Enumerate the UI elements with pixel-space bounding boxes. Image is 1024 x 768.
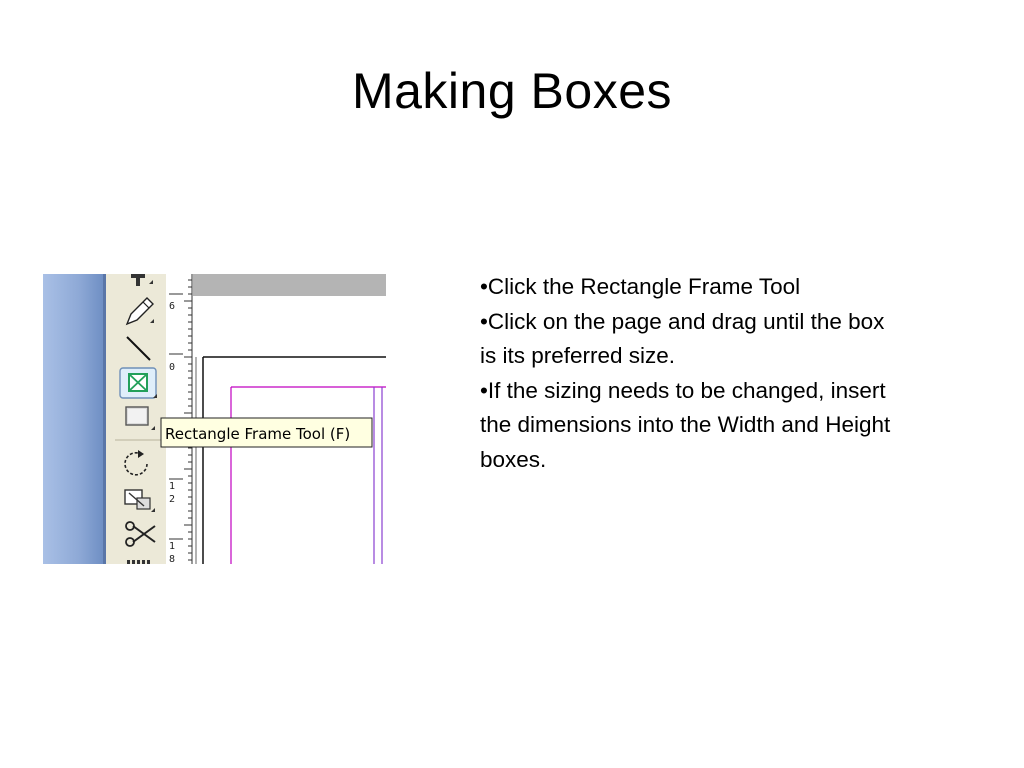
ruler-label: 8 [169,554,175,564]
bullet-item: •Click on the page and drag until the bo… [480,308,885,369]
tool-tooltip: Rectangle Frame Tool (F) [160,417,373,448]
rectangle-frame-tool[interactable] [119,367,157,399]
bullet-item: •Click the Rectangle Frame Tool [480,274,801,299]
rectangle-tool[interactable] [125,406,155,430]
ruler-label: 1 [169,481,175,492]
rectangle-frame-icon [128,373,148,392]
tooltip-label: Rectangle Frame Tool (F) [165,425,350,443]
indesign-screenshot: 6 0 1 2 1 8 Rectangle Frame Tool (F) [43,274,386,564]
type-tool[interactable] [131,274,153,286]
ruler-label: 6 [169,301,175,312]
pasteboard-strip [193,274,386,296]
slide-title: Making Boxes [351,63,673,119]
bullet-item: •If the sizing needs to be changed, inse… [480,377,891,472]
scale-tool[interactable] [124,489,155,512]
ruler-label: 1 [169,541,175,552]
rotate-tool[interactable] [124,450,148,476]
document-page[interactable] [195,356,386,564]
scissors-icon [125,521,156,547]
ruler-label: 2 [169,494,175,505]
rotate-icon [124,452,148,476]
ruler-label: 0 [169,362,175,373]
more-tools-indicator [127,560,150,564]
scale-icon [124,489,151,510]
line-tool[interactable] [126,336,151,361]
panel-divider [103,274,106,564]
scissors-tool[interactable] [125,521,156,547]
pencil-tool[interactable] [125,297,154,326]
line-icon [126,336,151,361]
indesign-toolbar-view: 6 0 1 2 1 8 Rectangle Frame Tool (F) [43,274,386,564]
window-side-panel [43,274,103,564]
bullet-list: •Click the Rectangle Frame Tool •Click o… [480,270,900,477]
pencil-icon [125,297,154,326]
